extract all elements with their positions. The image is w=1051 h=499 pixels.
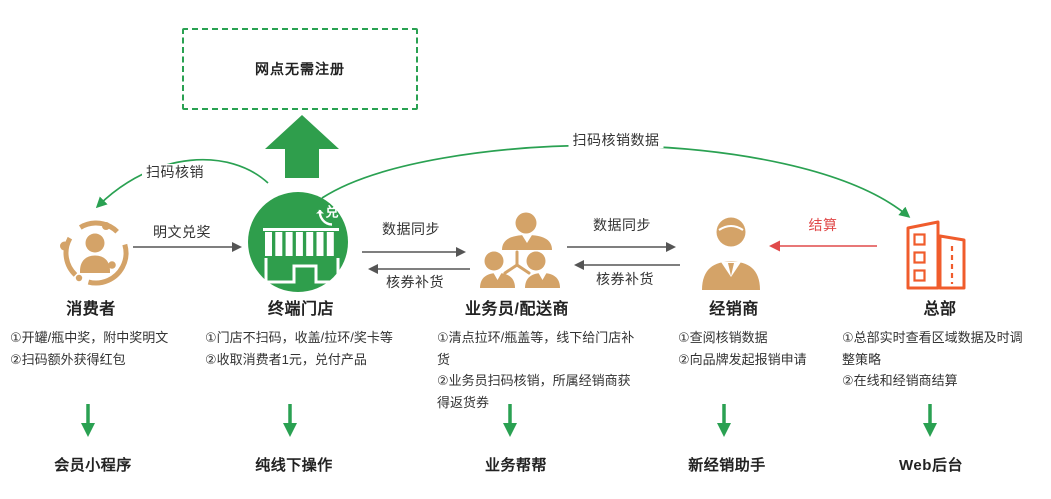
hq-platform-label: Web后台 xyxy=(899,457,963,474)
dealer-note-2: ②向品牌发起报销申请 xyxy=(678,351,807,367)
headquarters-icon xyxy=(906,220,966,290)
consumer-platform-label: 会员小程序 xyxy=(54,457,132,474)
store-label: 终端门店 xyxy=(267,301,335,318)
dealer-notes: ①查阅核销数据 ②向品牌发起报销申请 xyxy=(678,327,848,370)
store-note-1: ①门店不扫码，收盖/拉环/奖卡等 xyxy=(205,330,393,345)
hq-label: 总部 xyxy=(923,301,957,318)
arrow-scan-data xyxy=(321,144,911,218)
arrow-store-to-notebox xyxy=(265,115,339,178)
hq-note-2: ②在线和经销商结算 xyxy=(842,373,958,388)
store-icon xyxy=(248,192,348,292)
restock-label-2: 核券补货 xyxy=(592,271,658,287)
salesman-team-icon xyxy=(480,212,560,288)
hq-notes: ①总部实时查看区域数据及时调整策略 ②在线和经销商结算 xyxy=(842,327,1030,392)
restock-label-1: 核券补货 xyxy=(382,274,448,290)
plain-redeem-label: 明文兑奖 xyxy=(149,224,215,240)
store-notes: ①门店不扫码，收盖/拉环/奖卡等 ②收取消费者1元，兑付产品 xyxy=(205,327,410,370)
dealer-label: 经销商 xyxy=(709,301,759,318)
sync-label-2: 数据同步 xyxy=(589,217,655,233)
salesman-note-1: ①清点拉环/瓶盖等，线下给门店补货 xyxy=(437,330,635,367)
salesman-label: 业务员/配送商 xyxy=(465,301,569,318)
no-registration-box: 网点无需注册 xyxy=(182,28,418,110)
hq-note-1: ①总部实时查看区域数据及时调整策略 xyxy=(842,330,1023,367)
scan-redeem-label: 扫码核销 xyxy=(142,164,208,180)
settle-label: 结算 xyxy=(804,217,842,233)
salesman-note-2: ②业务员扫码核销，所属经销商获得返货券 xyxy=(437,373,631,410)
consumer-note-1: ①开罐/瓶中奖，附中奖明文 xyxy=(10,330,169,345)
arrow-scan-redeem xyxy=(95,158,269,209)
dealer-platform-label: 新经销助手 xyxy=(688,457,766,474)
store-note-2: ②收取消费者1元，兑付产品 xyxy=(205,351,367,367)
consumer-icon xyxy=(60,220,129,286)
consumer-notes: ①开罐/瓶中奖，附中奖明文 ②扫码额外获得红包 xyxy=(10,327,188,370)
redeem-badge-glyph: 兑 xyxy=(325,204,339,220)
scan-data-label: 扫码核销数据 xyxy=(568,132,664,148)
dealer-icon xyxy=(702,217,760,290)
no-registration-label: 网点无需注册 xyxy=(255,61,345,77)
salesman-notes: ①清点拉环/瓶盖等，线下给门店补货 ②业务员扫码核销，所属经销商获得返货券 xyxy=(437,327,642,413)
store-platform-label: 纯线下操作 xyxy=(255,457,333,474)
dealer-note-1: ①查阅核销数据 xyxy=(678,330,768,345)
consumer-label: 消费者 xyxy=(66,301,116,318)
sync-label-1: 数据同步 xyxy=(378,221,444,237)
consumer-note-2: ②扫码额外获得红包 xyxy=(10,351,126,367)
salesman-platform-label: 业务帮帮 xyxy=(484,457,548,474)
